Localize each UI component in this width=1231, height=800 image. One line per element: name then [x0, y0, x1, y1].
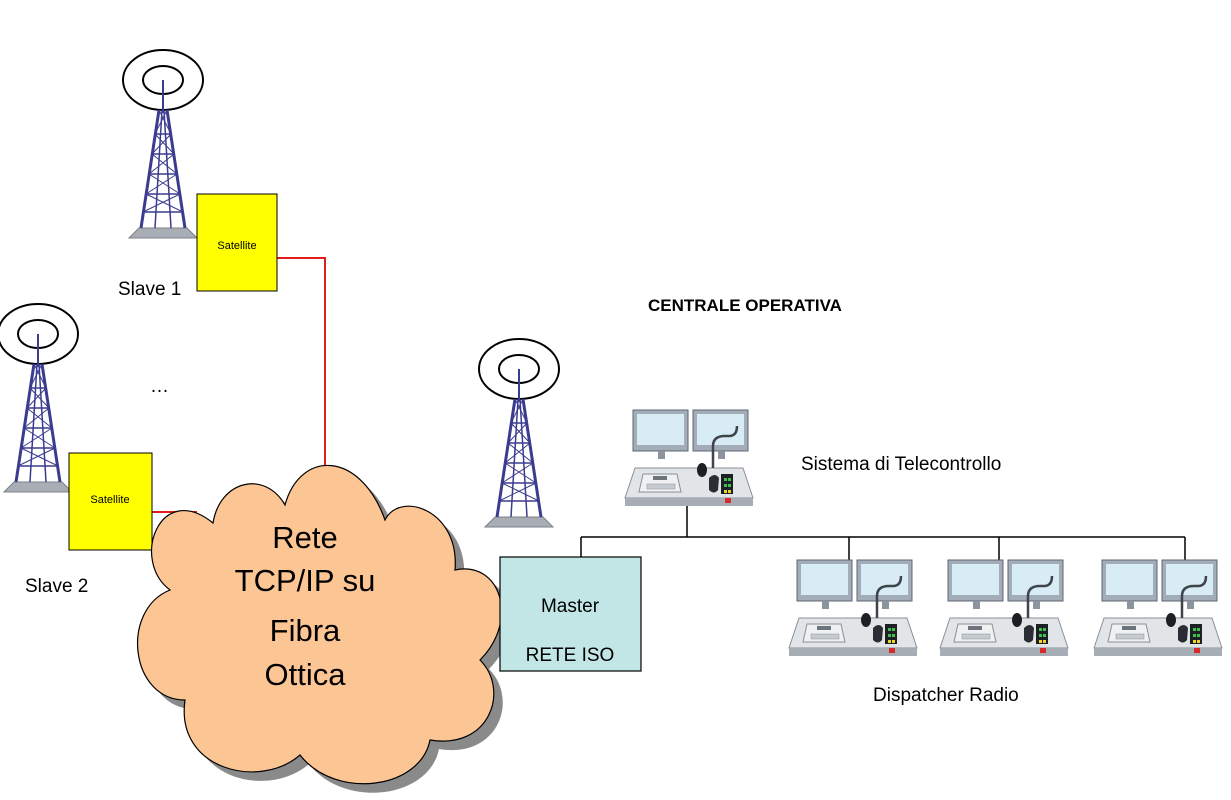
telecontrollo-label: Sistema di Telecontrollo	[801, 454, 1001, 475]
lan-lines	[580, 500, 1186, 560]
radio-tower-icon	[0, 302, 80, 494]
dispatcher-console-icon	[623, 408, 755, 508]
dispatcher-console-icon	[1092, 558, 1224, 658]
dispatcher-radio-label: Dispatcher Radio	[873, 685, 1019, 706]
cloud-line-3: Fibra	[270, 613, 341, 648]
slave-2-label: Slave 2	[25, 576, 88, 597]
cloud-line-1: Rete	[272, 520, 337, 555]
link-satellite1-cloud	[277, 257, 326, 470]
master-label: Master	[541, 596, 600, 617]
slave-1-label: Slave 1	[118, 279, 181, 300]
satellite-1-label: Satellite	[217, 240, 256, 252]
cloud-line-4: Ottica	[265, 657, 347, 692]
centrale-operativa-label: CENTRALE OPERATIVA	[648, 296, 842, 315]
rete-iso-label: RETE ISO	[526, 645, 615, 666]
tcpip-network-cloud: Rete TCP/IP su Fibra Ottica	[136, 464, 503, 785]
ellipsis-label: …	[150, 376, 169, 397]
radio-tower-icon	[121, 48, 205, 240]
cloud-line-2: TCP/IP su	[235, 563, 376, 598]
satellite-2-label: Satellite	[90, 494, 129, 506]
radio-tower-icon	[477, 337, 561, 529]
dispatcher-console-icon	[938, 558, 1070, 658]
master-box: Master RETE ISO	[499, 556, 642, 672]
satellite-2-box: Satellite	[68, 452, 153, 551]
satellite-1-box: Satellite	[196, 193, 278, 292]
dispatcher-console-icon	[787, 558, 919, 658]
